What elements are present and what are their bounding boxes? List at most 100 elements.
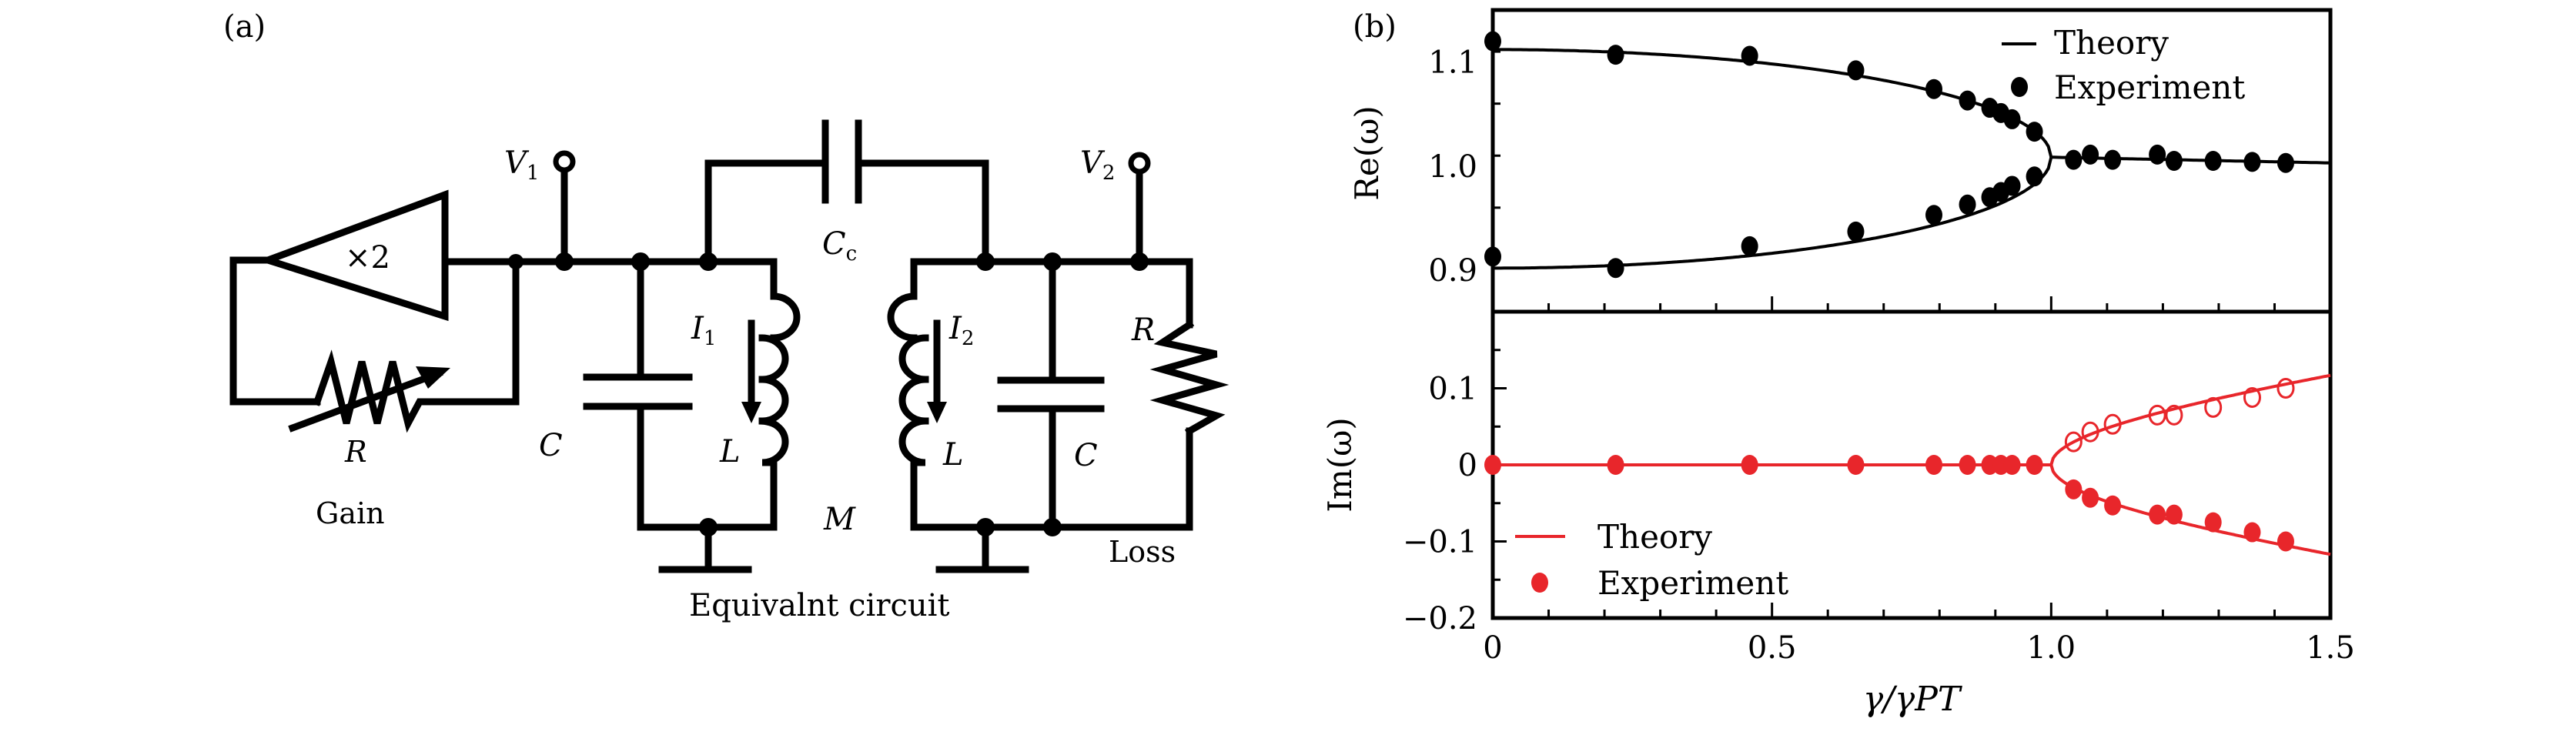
data-point-im bbox=[2065, 479, 2083, 499]
y-tick-label-lower: 0 bbox=[1458, 448, 1477, 483]
data-point-re bbox=[2026, 166, 2043, 187]
i1-arrowhead bbox=[741, 402, 761, 423]
data-point-im-open bbox=[2081, 421, 2099, 443]
cc-left-wire bbox=[704, 159, 829, 266]
loss-resistor bbox=[1149, 319, 1229, 436]
v1-terminal bbox=[553, 150, 576, 173]
l-left-label: L bbox=[719, 434, 741, 469]
gain-label: Gain bbox=[316, 496, 385, 530]
y-tick-label-upper: 1.0 bbox=[1428, 149, 1477, 185]
data-point-re bbox=[1959, 194, 1976, 215]
legend-experiment-swatch-upper bbox=[2011, 77, 2028, 97]
data-point-re bbox=[2104, 149, 2122, 170]
data-point-re bbox=[1847, 60, 1865, 81]
junction-dot bbox=[1043, 518, 1062, 536]
junction-dot bbox=[1130, 252, 1149, 271]
data-point-re bbox=[1484, 31, 1501, 52]
legend-theory-label-lower: Theory bbox=[1597, 518, 1712, 556]
panel-b-label: (b) bbox=[1353, 9, 1397, 45]
x-tick-label: 1.0 bbox=[2027, 630, 2076, 666]
y-axis-label-upper: Re(ω) bbox=[1348, 105, 1386, 201]
cc-label: Cc bbox=[822, 226, 857, 266]
i1-label: I1 bbox=[691, 311, 716, 350]
data-point-im-open bbox=[2165, 404, 2183, 426]
data-point-im bbox=[1925, 455, 1943, 475]
l-right-coil bbox=[887, 292, 1193, 531]
data-point-im bbox=[2277, 531, 2294, 552]
junction-dot bbox=[699, 252, 718, 271]
circuit-caption: Equivalnt circuit bbox=[689, 588, 950, 623]
v2-terminal bbox=[1128, 152, 1151, 175]
junction-dot bbox=[976, 518, 995, 536]
theory-line-re-upper bbox=[1493, 48, 2053, 158]
data-point-im bbox=[2204, 512, 2222, 533]
l-right-label: L bbox=[942, 437, 964, 473]
data-point-im bbox=[1959, 455, 1976, 475]
i2-label: I2 bbox=[948, 311, 974, 350]
x-tick-label: 0.5 bbox=[1748, 630, 1797, 666]
data-point-re bbox=[1607, 258, 1624, 279]
c-right-label: C bbox=[1074, 438, 1098, 473]
i2-arrowhead bbox=[927, 402, 947, 423]
legend-experiment-swatch-lower bbox=[1531, 573, 1548, 593]
junction-dot bbox=[631, 252, 650, 271]
data-point-im bbox=[2082, 487, 2099, 508]
loss-resistor-label: R bbox=[1131, 312, 1155, 348]
data-point-re bbox=[1607, 45, 1624, 65]
data-point-im bbox=[2243, 522, 2261, 543]
y-tick-label-lower: 0.1 bbox=[1428, 372, 1477, 407]
data-point-im-open bbox=[2243, 386, 2261, 408]
theory-line-im-positive bbox=[2049, 373, 2331, 466]
data-point-im-open bbox=[2277, 378, 2295, 399]
data-point-im bbox=[1741, 455, 1758, 475]
junction-dot bbox=[555, 252, 574, 271]
v2-label: V2 bbox=[1080, 145, 1115, 185]
legend-experiment-label-lower: Experiment bbox=[1597, 564, 1788, 602]
junction-dot bbox=[508, 254, 524, 269]
data-point-re bbox=[2165, 151, 2183, 171]
junction-dot bbox=[976, 252, 995, 271]
junction-dots bbox=[508, 252, 1149, 536]
amplifier-gain-label: ×2 bbox=[345, 240, 390, 276]
data-point-im bbox=[2149, 504, 2166, 525]
y-axis-label-lower: Im(ω) bbox=[1321, 417, 1359, 512]
y-tick-label-lower: −0.1 bbox=[1403, 525, 1477, 560]
data-point-re bbox=[2082, 144, 2099, 165]
x-tick-label: 0 bbox=[1483, 630, 1502, 666]
data-point-re bbox=[1847, 221, 1865, 242]
x-tick-label: 1.5 bbox=[2306, 630, 2355, 666]
data-point-re bbox=[2149, 144, 2166, 165]
junction-dot bbox=[1043, 252, 1062, 271]
junction-dot bbox=[699, 518, 718, 536]
variable-resistor-arrow bbox=[288, 369, 443, 433]
data-point-re bbox=[1741, 236, 1758, 256]
l-left-wire-top bbox=[704, 258, 778, 300]
data-point-im-open bbox=[2103, 413, 2122, 435]
data-point-re bbox=[2277, 152, 2294, 173]
data-point-re bbox=[1484, 246, 1501, 267]
gain-resistor-label: R bbox=[344, 435, 367, 469]
y-tick-label-upper: 0.9 bbox=[1428, 253, 1477, 289]
mutual-inductance-label: M bbox=[823, 502, 856, 537]
data-point-re bbox=[2003, 109, 2021, 129]
data-point-im bbox=[1607, 455, 1624, 475]
data-point-re bbox=[1925, 205, 1943, 226]
cc-right-wire bbox=[855, 159, 989, 266]
x-axis-label: γ/γPT bbox=[1863, 680, 1963, 719]
l-left-coil bbox=[758, 292, 801, 531]
data-point-re bbox=[2243, 152, 2261, 172]
data-point-im-open bbox=[2204, 396, 2223, 418]
data-point-im bbox=[2026, 455, 2043, 475]
data-point-im bbox=[1847, 455, 1865, 475]
y-tick-label-upper: 1.1 bbox=[1428, 45, 1477, 81]
feedback-wire bbox=[229, 256, 321, 406]
data-point-im bbox=[2104, 495, 2122, 516]
data-point-re bbox=[2204, 151, 2222, 171]
data-point-re bbox=[2003, 175, 2021, 196]
data-point-re bbox=[1959, 90, 1976, 111]
data-point-im-open bbox=[2148, 404, 2166, 426]
c-left-lead-bottom bbox=[637, 403, 778, 531]
data-point-im bbox=[2003, 455, 2021, 475]
